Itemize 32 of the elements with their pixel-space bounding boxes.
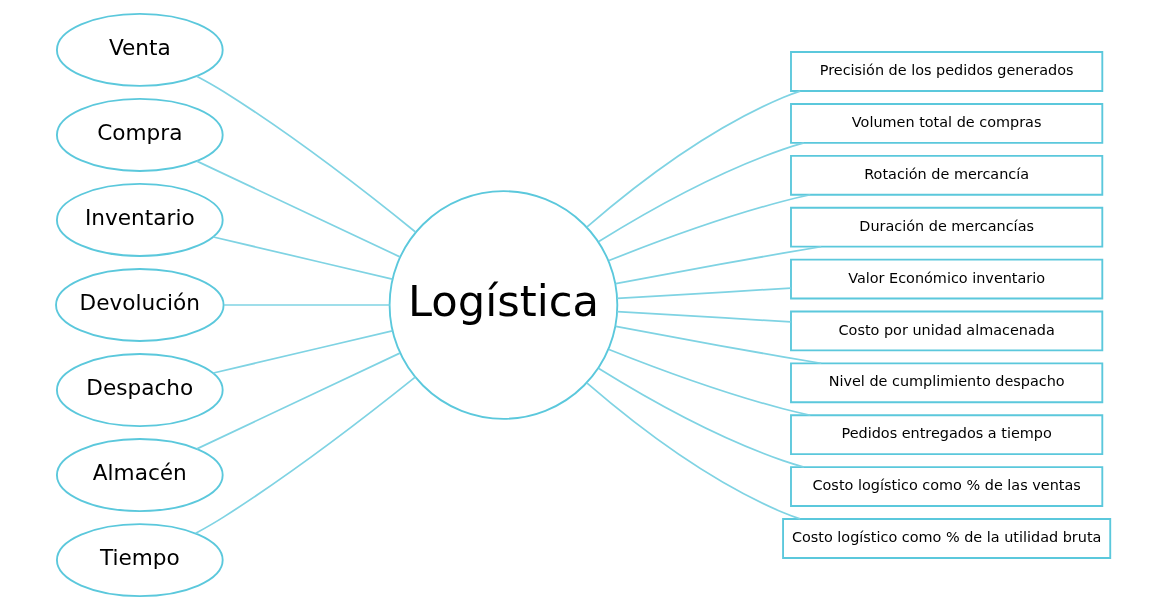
node-ellipse: Devolución [54, 268, 225, 342]
node-box: Costo logístico como % de las ventas [789, 466, 1103, 507]
node-circle: Logística [388, 190, 618, 420]
node-ellipse: Despacho [55, 353, 224, 427]
node-box: Rotación de mercancía [789, 154, 1103, 196]
connector [222, 304, 390, 306]
connector [615, 310, 792, 323]
node-ellipse: Compra [55, 97, 224, 172]
connector [597, 367, 805, 468]
node-box: Volumen total de compras [789, 103, 1103, 144]
connector [212, 236, 393, 280]
node-box: Nivel de cumplimiento despacho [789, 362, 1103, 404]
node-box: Costo por unidad almacenada [789, 310, 1103, 352]
connector [195, 352, 401, 450]
connector [585, 90, 801, 228]
node-ellipse: Almacén [55, 438, 224, 513]
node-box: Valor Económico inventario [789, 258, 1103, 300]
node-box: Costo logístico como % de la utilidad bruta [781, 518, 1111, 559]
node-ellipse: Venta [55, 12, 224, 87]
node-box: Duración de mercancías [789, 206, 1103, 248]
connector [195, 160, 401, 258]
connector [194, 376, 416, 535]
connector [597, 142, 805, 243]
connector [615, 287, 792, 300]
connector [195, 75, 416, 233]
node-box: Pedidos entregados a tiempo [789, 414, 1103, 456]
connector [607, 348, 811, 417]
connector [212, 330, 393, 374]
node-ellipse: Inventario [55, 183, 224, 257]
connector [607, 193, 811, 262]
node-ellipse: Tiempo [55, 523, 224, 598]
node-box: Precisión de los pedidos generados [789, 51, 1103, 92]
